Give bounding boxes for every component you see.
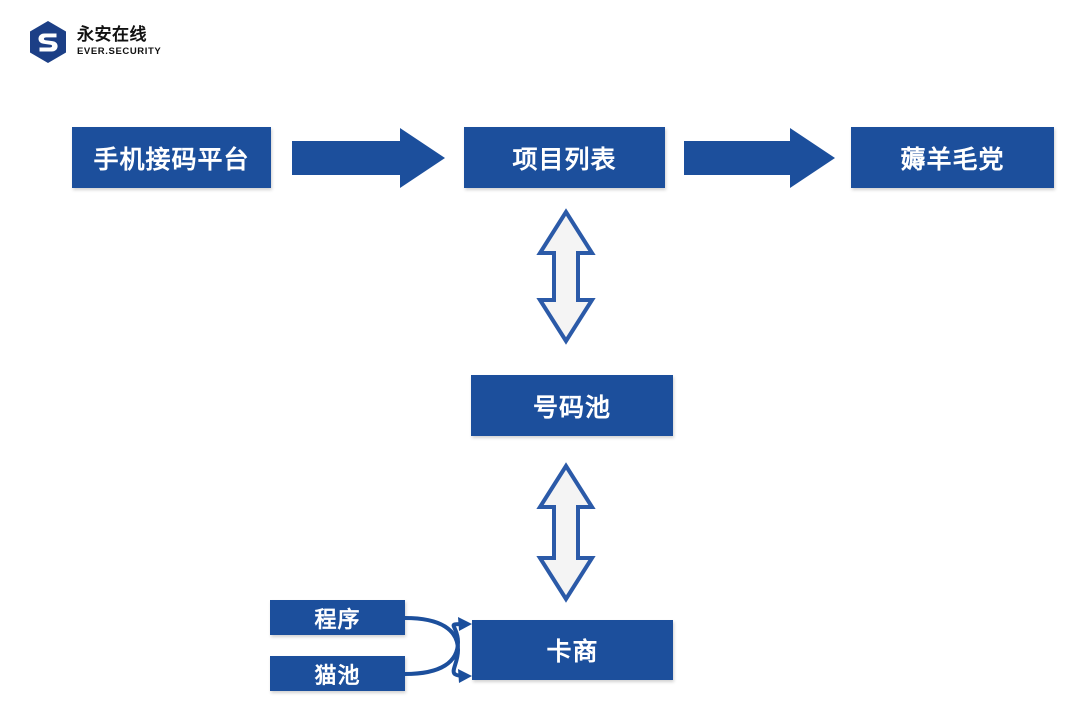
arrow-platform-to-list bbox=[292, 128, 445, 188]
node-label: 薅羊毛党 bbox=[900, 144, 1005, 174]
arrow-numberpool-dealer bbox=[536, 462, 596, 603]
node-label: 手机接码平台 bbox=[93, 144, 250, 174]
node-modem-pool: 猫池 bbox=[270, 656, 405, 691]
curve-program-to-dealer bbox=[404, 616, 472, 683]
node-label: 项目列表 bbox=[512, 144, 617, 174]
brand-name-en: EVER.SECURITY bbox=[77, 46, 162, 58]
arrow-list-to-wool bbox=[684, 128, 835, 188]
arrow-list-numberpool bbox=[536, 208, 596, 345]
brand-wordmark: 永安在线 EVER.SECURITY bbox=[77, 27, 161, 57]
node-label: 号码池 bbox=[532, 392, 611, 422]
ever-security-hexagon-s-logo-icon bbox=[30, 21, 66, 63]
brand-name-cn: 永安在线 bbox=[77, 25, 147, 46]
node-project-list: 项目列表 bbox=[464, 127, 665, 188]
node-wool-party: 薅羊毛党 bbox=[851, 127, 1054, 188]
node-label: 程序 bbox=[314, 607, 361, 633]
node-number-pool: 号码池 bbox=[471, 375, 673, 436]
node-sms-platform: 手机接码平台 bbox=[72, 127, 271, 188]
node-label: 卡商 bbox=[546, 637, 599, 666]
node-card-dealer: 卡商 bbox=[472, 620, 673, 680]
curve-modempool-to-dealer bbox=[404, 617, 472, 676]
node-label: 猫池 bbox=[314, 663, 361, 689]
node-program: 程序 bbox=[270, 600, 405, 635]
brand-logo: 永安在线 EVER.SECURITY bbox=[28, 20, 161, 64]
